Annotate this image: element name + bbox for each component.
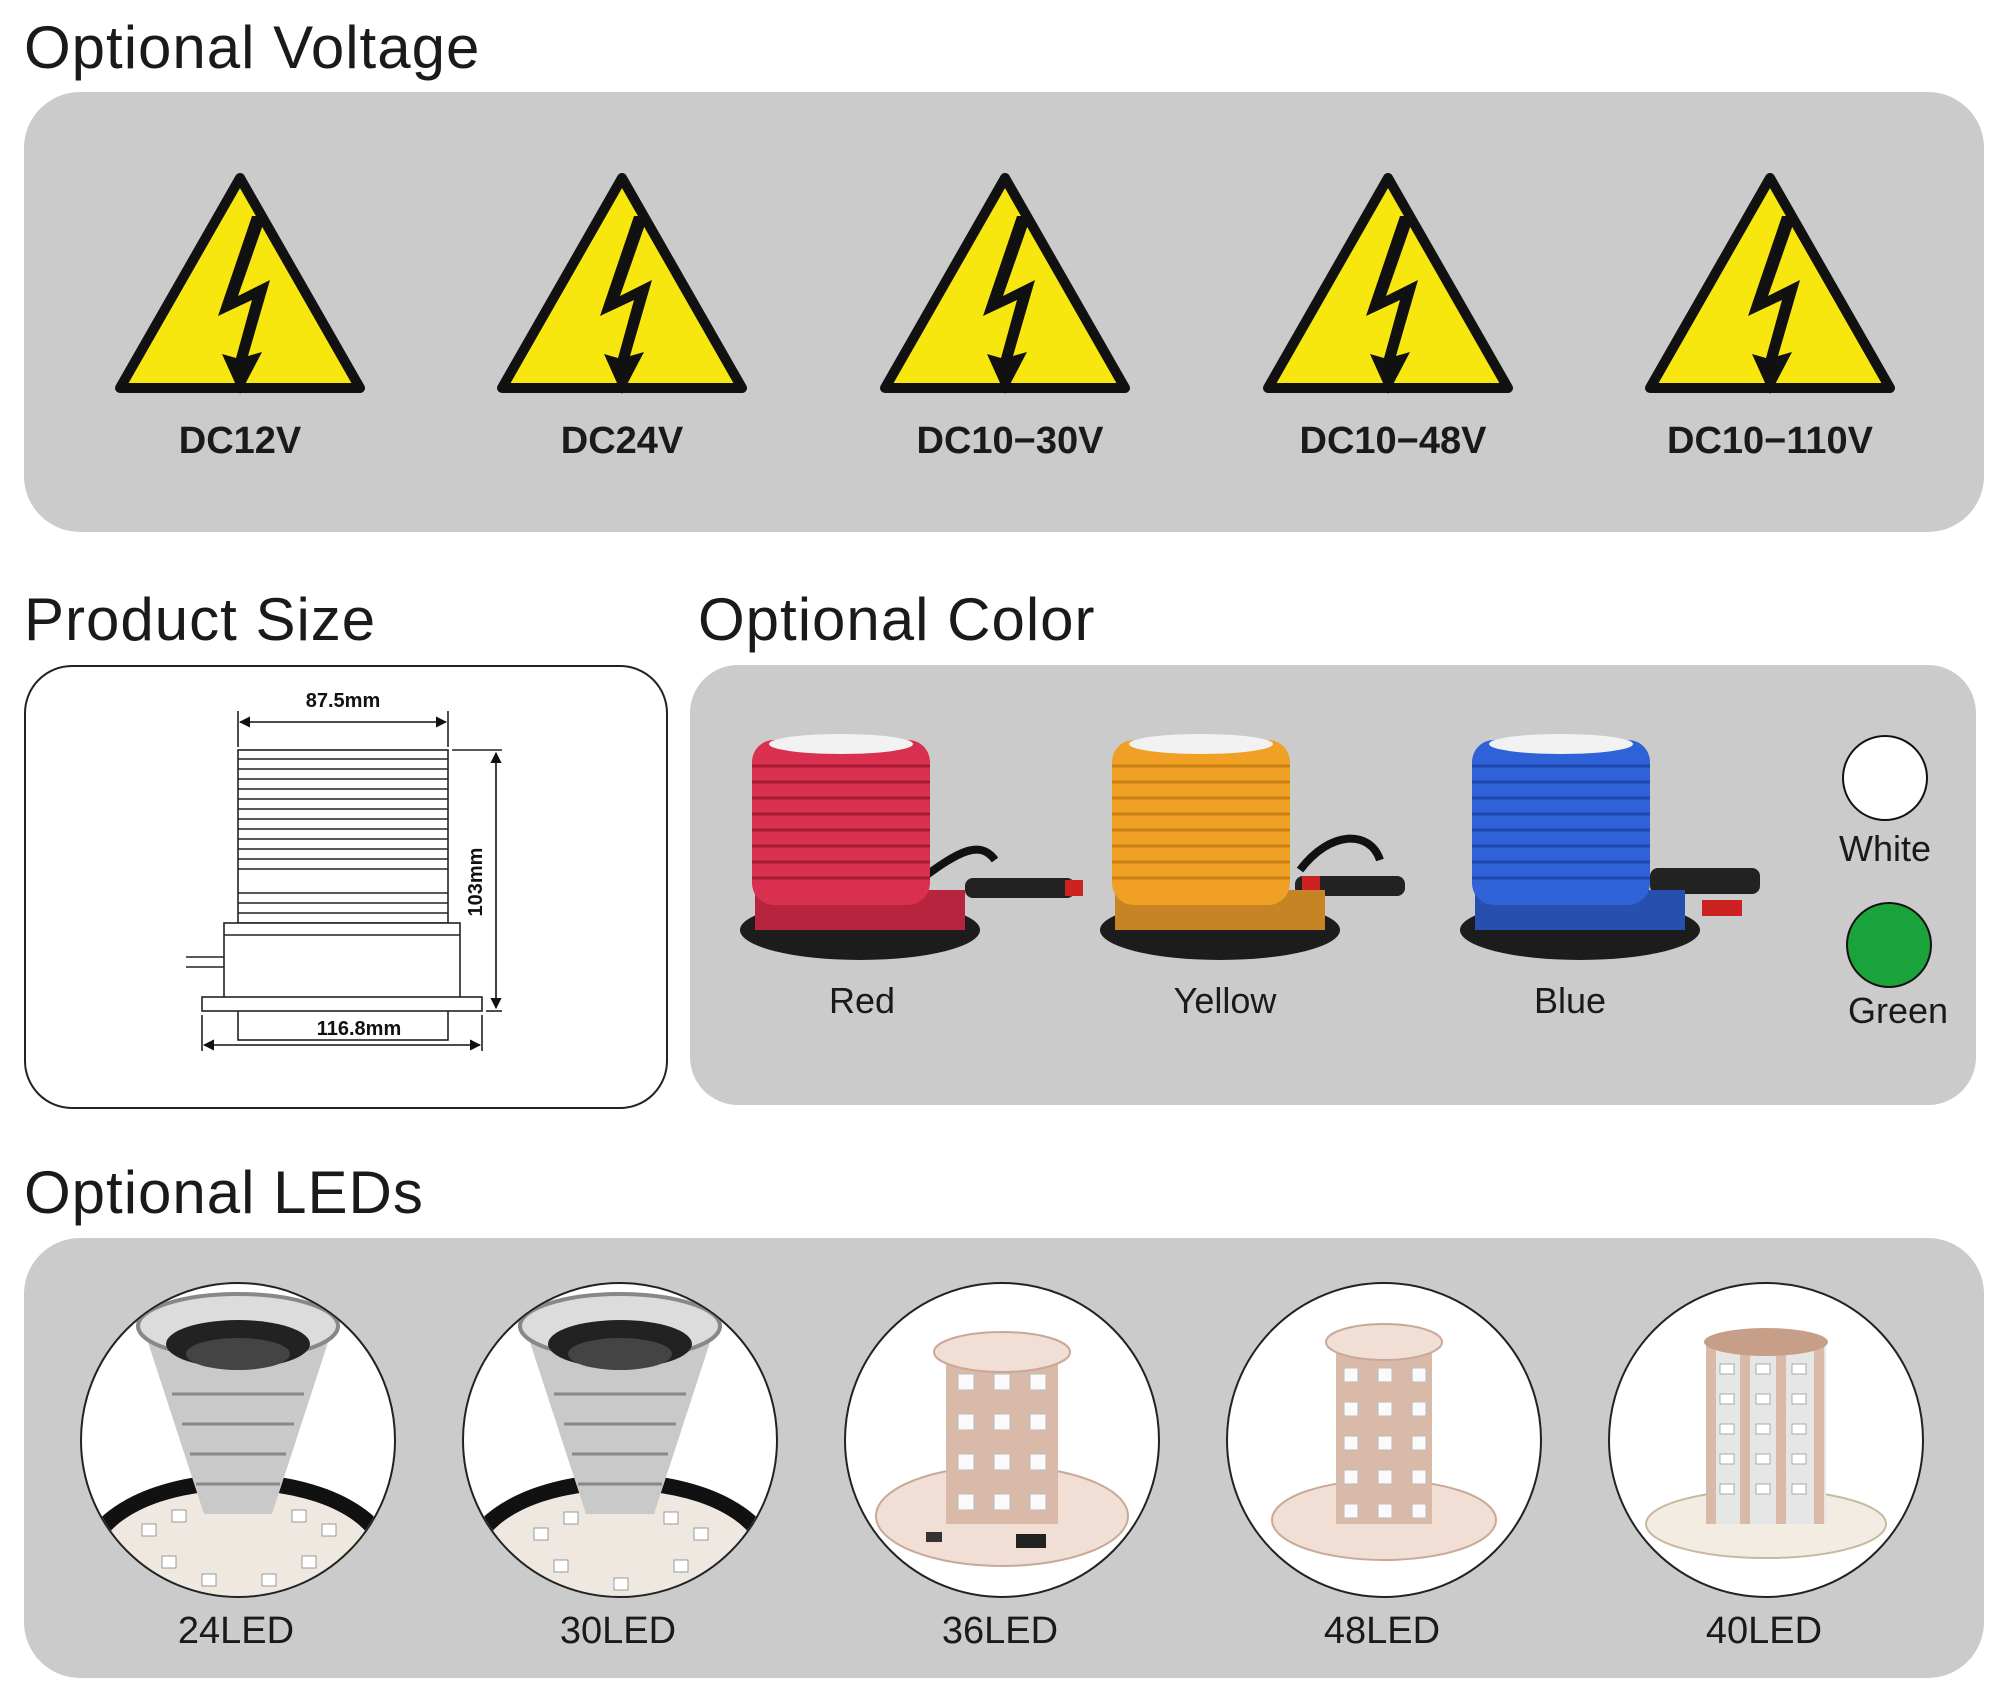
green-swatch: [1846, 902, 1932, 988]
size-section-title: Product Size: [24, 586, 377, 653]
voltage-label: DC10−30V: [916, 420, 1104, 462]
top-width-label: 87.5mm: [306, 690, 381, 712]
product-size-box: 87.5mm 103mm 116.8mm: [24, 665, 668, 1109]
voltage-label: DC12V: [178, 420, 302, 462]
high-voltage-warning-icon: [1645, 173, 1895, 394]
swatch-label-white: White: [1838, 828, 1932, 869]
color-label-red: Red: [828, 980, 896, 1021]
led-label: 40LED: [1705, 1610, 1823, 1652]
red-beacon-image: [740, 734, 1083, 960]
voltage-label: DC10−110V: [1667, 420, 1873, 462]
voltage-section-title: Optional Voltage: [24, 14, 481, 81]
led-40-image: [1608, 1282, 1924, 1598]
blue-beacon-image: [1460, 734, 1760, 960]
high-voltage-warning-icon: [1263, 173, 1513, 394]
led-48-image: [1226, 1282, 1542, 1598]
color-label-blue: Blue: [1533, 980, 1607, 1021]
led-label: 48LED: [1323, 1610, 1441, 1652]
led-label: 30LED: [559, 1610, 677, 1652]
led-label: 24LED: [177, 1610, 295, 1652]
high-voltage-warning-icon: [497, 173, 747, 394]
swatch-label-green: Green: [1847, 990, 1949, 1031]
yellow-beacon-image: [1100, 734, 1405, 960]
high-voltage-warning-icon: [880, 173, 1130, 394]
dimension-drawing: 87.5mm 103mm 116.8mm: [186, 690, 502, 1051]
base-width-label: 116.8mm: [317, 1018, 402, 1040]
white-swatch: [1842, 735, 1928, 821]
led-36-image: [844, 1282, 1160, 1598]
led-label: 36LED: [941, 1610, 1059, 1652]
led-24-image: [80, 1282, 396, 1598]
height-label: 103mm: [465, 848, 487, 917]
voltage-label: DC10−48V: [1299, 420, 1487, 462]
led-30-image: [462, 1282, 778, 1598]
color-label-yellow: Yellow: [1173, 980, 1277, 1021]
high-voltage-warning-icon: [115, 173, 365, 394]
voltage-label: DC24V: [560, 420, 684, 462]
leds-section-title: Optional LEDs: [24, 1159, 424, 1226]
color-section-title: Optional Color: [698, 586, 1096, 653]
